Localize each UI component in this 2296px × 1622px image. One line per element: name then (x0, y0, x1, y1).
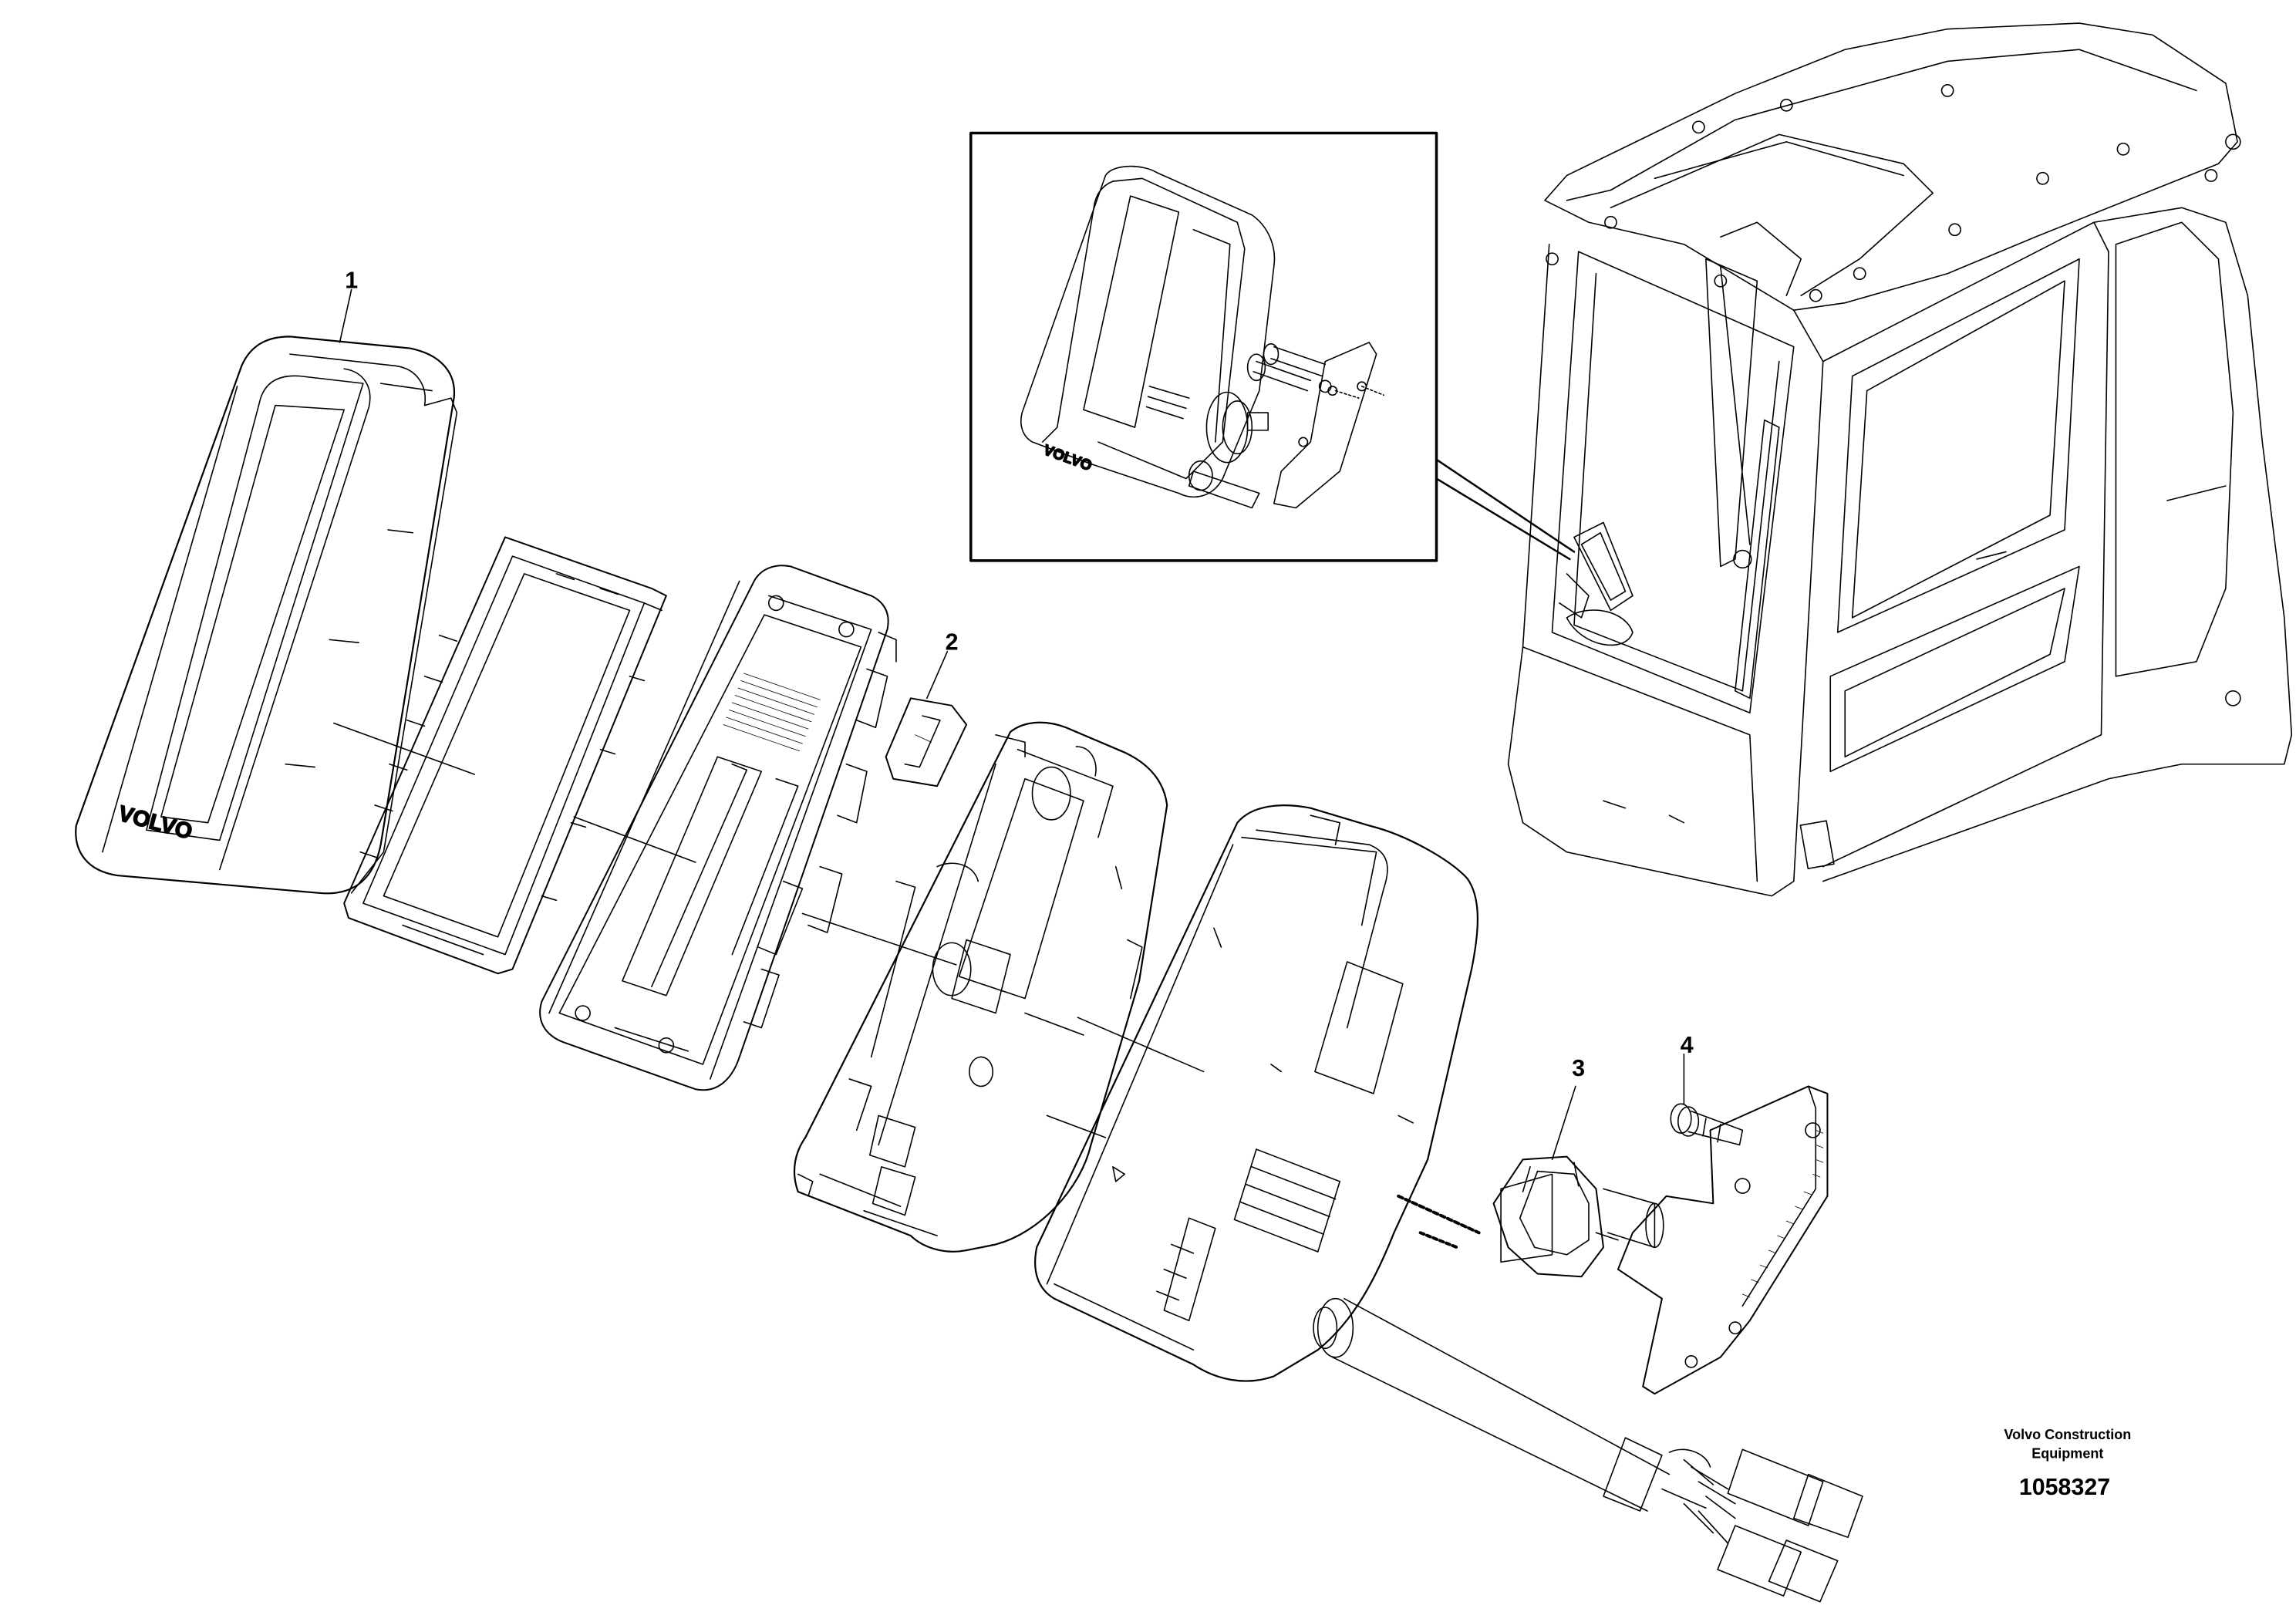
rear-housing (794, 723, 1167, 1252)
back-cover (1035, 805, 1863, 1602)
display-panel (344, 537, 666, 973)
drawing-number: 1058327 (2019, 1475, 2110, 1500)
callout-3: 3 (1572, 1056, 1585, 1081)
bezel-brand-logo: VOLVO (116, 801, 195, 845)
callout-4: 4 (1681, 1033, 1694, 1058)
leader-housing (1077, 1017, 1203, 1071)
circuit-board (540, 565, 896, 1090)
credit-line-2: Equipment (2031, 1446, 2103, 1462)
callout-2: 2 (946, 630, 959, 656)
leader-3 (1553, 1086, 1576, 1159)
operator-cab (1509, 23, 2292, 896)
leader-1 (334, 723, 474, 774)
part-2-clip (886, 698, 966, 786)
leader-2 (927, 652, 948, 699)
back-cover-vents (1235, 1149, 1340, 1252)
part-1-front-bezel: VOLVO (76, 336, 457, 893)
credit-line-1: Volvo Construction (2004, 1427, 2131, 1442)
callout-1: 1 (345, 268, 358, 294)
bracket-teeth (1742, 1130, 1822, 1297)
inset-slots (1147, 386, 1189, 419)
leader-1-top (339, 290, 351, 342)
leader-board (802, 913, 956, 964)
leader-display (574, 817, 696, 862)
part-4-bolt (1671, 1104, 1742, 1145)
part-3-mount (1398, 1157, 1664, 1277)
mounting-bracket (1618, 1086, 1827, 1394)
inset-brand-logo: VOLVO (1041, 442, 1094, 474)
inset-detail: VOLVO (971, 133, 1574, 560)
board-vent (723, 673, 820, 751)
